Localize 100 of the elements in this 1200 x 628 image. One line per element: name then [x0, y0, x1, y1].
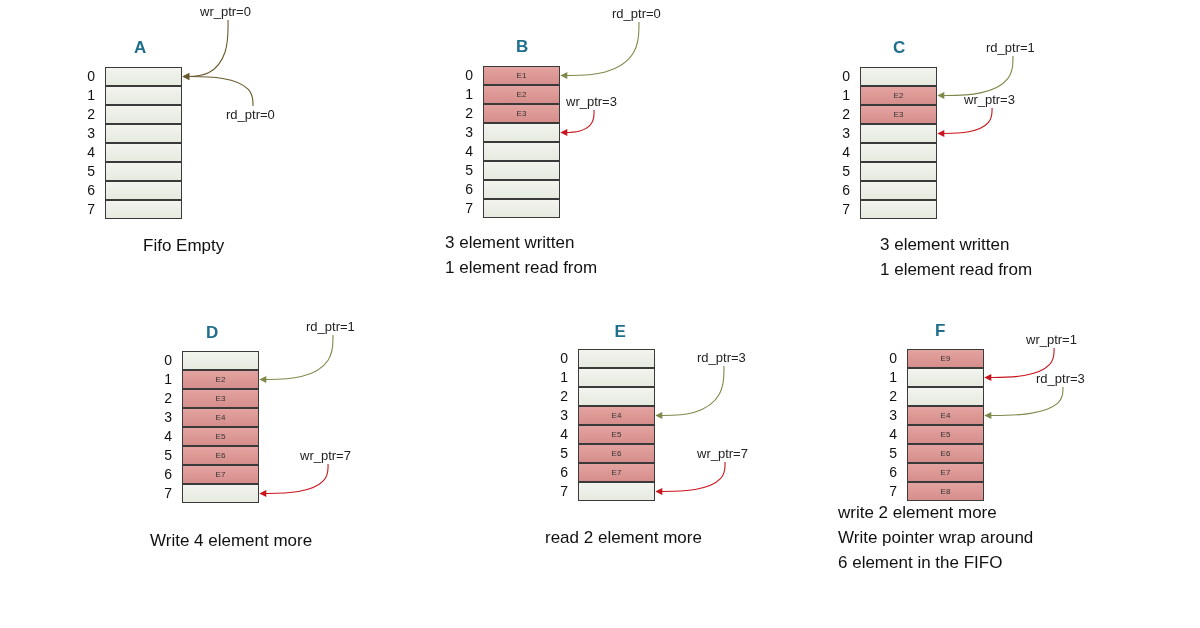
- slot-index: 5: [464, 161, 473, 180]
- slot-index: 3: [163, 408, 172, 427]
- slot-index: 4: [888, 425, 897, 444]
- empty-slot: [483, 161, 560, 180]
- slot-index: 2: [86, 105, 95, 124]
- pointer-arrow: [259, 334, 334, 383]
- slot-index: 4: [559, 425, 568, 444]
- caption-text: 1 element read from: [445, 258, 598, 278]
- caption-text: read 2 element more: [545, 528, 702, 548]
- slot-index: 3: [841, 124, 850, 143]
- fifo-entry: E1: [483, 66, 560, 85]
- pointer-label: rd_ptr=3: [697, 350, 746, 365]
- pointer-label: rd_ptr=3: [1036, 371, 1085, 386]
- empty-slot: [105, 105, 182, 124]
- empty-slot: [105, 181, 182, 200]
- empty-slot: [907, 368, 984, 387]
- slot-index: 2: [464, 104, 473, 123]
- empty-slot: [105, 124, 182, 143]
- pointer-arrow: [182, 73, 254, 107]
- slot-index: 3: [559, 406, 568, 425]
- slot-index: 4: [86, 143, 95, 162]
- slot-index: 1: [841, 86, 850, 105]
- empty-slot: [182, 484, 259, 503]
- slot-index: 1: [559, 368, 568, 387]
- fifo-entry: E3: [182, 389, 259, 408]
- pointer-arrow: [984, 347, 1055, 381]
- fifo-entry: E6: [578, 444, 655, 463]
- fifo-entry: E7: [907, 463, 984, 482]
- empty-slot: [483, 142, 560, 161]
- slot-index: 1: [464, 85, 473, 104]
- slot-index: 2: [559, 387, 568, 406]
- empty-slot: [483, 199, 560, 218]
- pointer-label: wr_ptr=3: [964, 92, 1015, 107]
- panel-letter: C: [893, 38, 906, 58]
- panel-letter: E: [614, 322, 626, 342]
- pointer-arrow: [560, 109, 595, 136]
- fifo-entry: E7: [578, 463, 655, 482]
- slot-index: 2: [841, 105, 850, 124]
- slot-index: 7: [86, 200, 95, 219]
- empty-slot: [105, 86, 182, 105]
- slot-index: 6: [86, 181, 95, 200]
- slot-index: 3: [464, 123, 473, 142]
- slot-index: 4: [841, 143, 850, 162]
- pointer-arrow: [655, 365, 725, 419]
- fifo-entry: E3: [483, 104, 560, 123]
- slot-index: 2: [163, 389, 172, 408]
- slot-index: 2: [888, 387, 897, 406]
- slot-index: 0: [559, 349, 568, 368]
- slot-index: 6: [559, 463, 568, 482]
- pointer-label: wr_ptr=7: [300, 448, 351, 463]
- empty-slot: [578, 387, 655, 406]
- fifo-entry: E8: [907, 482, 984, 501]
- slot-index: 5: [841, 162, 850, 181]
- pointer-arrow: [937, 55, 1014, 99]
- caption-text: Write 4 element more: [150, 531, 313, 551]
- caption-text: 3 element written: [880, 235, 1010, 255]
- panel-letter: B: [516, 37, 529, 57]
- empty-slot: [578, 368, 655, 387]
- slot-index: 7: [163, 484, 172, 503]
- pointer-arrow: [984, 386, 1064, 419]
- empty-slot: [860, 67, 937, 86]
- slot-index: 1: [86, 86, 95, 105]
- empty-slot: [105, 67, 182, 86]
- fifo-entry: E6: [907, 444, 984, 463]
- caption-text: write 2 element more: [838, 503, 997, 523]
- fifo-entry: E5: [578, 425, 655, 444]
- caption-text: 6 element in the FIFO: [838, 553, 1003, 573]
- pointer-arrow: [655, 461, 726, 495]
- slot-index: 5: [559, 444, 568, 463]
- empty-slot: [860, 143, 937, 162]
- pointer-arrow: [560, 21, 640, 79]
- slot-index: 7: [559, 482, 568, 501]
- pointer-label: wr_ptr=1: [1026, 332, 1077, 347]
- fifo-entry: E4: [907, 406, 984, 425]
- panel-letter: A: [134, 38, 147, 58]
- fifo-entry: E2: [860, 86, 937, 105]
- pointer-label: rd_ptr=1: [986, 40, 1035, 55]
- slot-index: 4: [464, 142, 473, 161]
- pointer-arrow: [937, 107, 993, 137]
- fifo-entry: E9: [907, 349, 984, 368]
- empty-slot: [860, 124, 937, 143]
- caption-text: Fifo Empty: [143, 236, 225, 256]
- empty-slot: [860, 200, 937, 219]
- slot-index: 0: [163, 351, 172, 370]
- empty-slot: [483, 180, 560, 199]
- slot-index: 0: [841, 67, 850, 86]
- fifo-entry: E2: [182, 370, 259, 389]
- pointer-arrow: [259, 463, 329, 497]
- caption-text: 1 element read from: [880, 260, 1033, 280]
- fifo-entry: E6: [182, 446, 259, 465]
- empty-slot: [578, 349, 655, 368]
- slot-index: 6: [163, 465, 172, 484]
- fifo-entry: E3: [860, 105, 937, 124]
- slot-index: 0: [464, 66, 473, 85]
- pointer-label: wr_ptr=7: [697, 446, 748, 461]
- empty-slot: [907, 387, 984, 406]
- fifo-entry: E5: [907, 425, 984, 444]
- slot-index: 5: [86, 162, 95, 181]
- fifo-entry: E5: [182, 427, 259, 446]
- panel-letter: F: [935, 321, 946, 341]
